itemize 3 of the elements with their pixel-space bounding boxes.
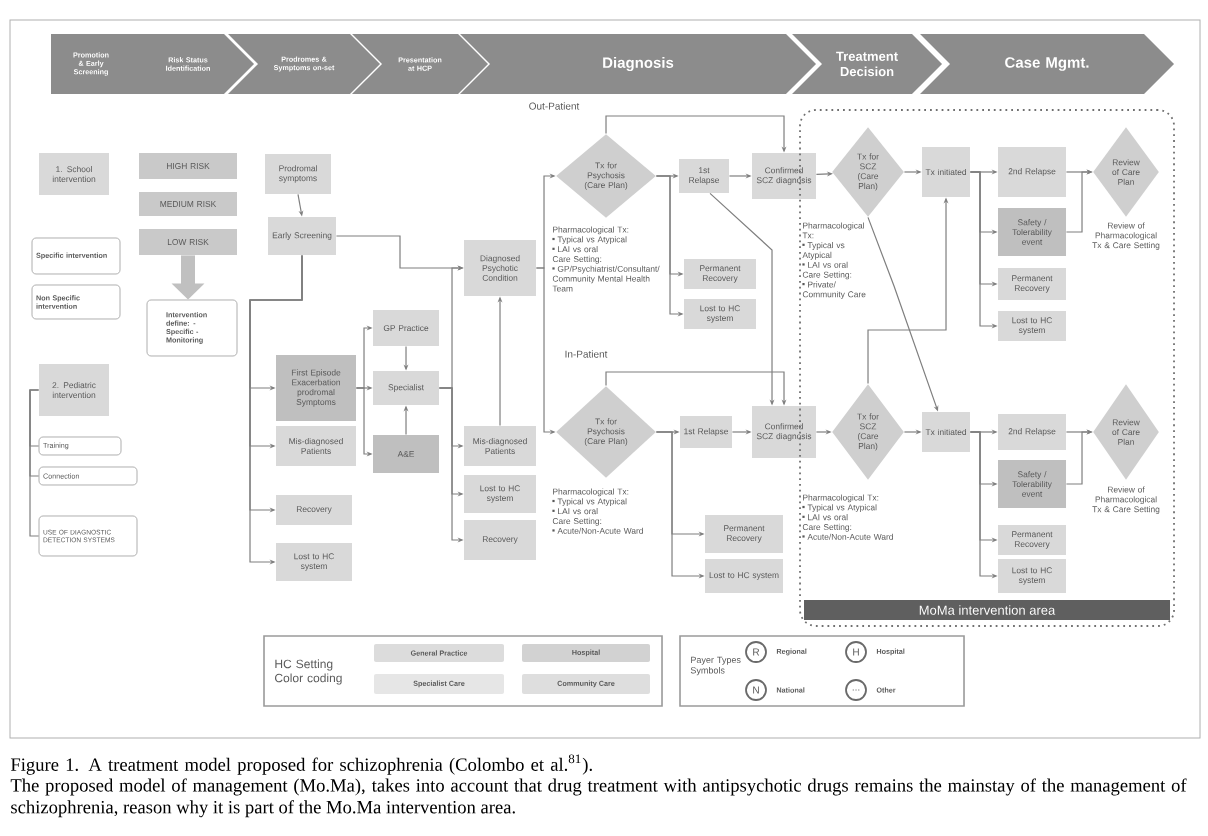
caption-text: The proposed model of management (Mo.Ma), takes into account that drug treatment with antipsychotic drugs remains the mainstay of the management of schizophrenia, reason why it is part of the Mo.Ma intervention area.: [10, 778, 1187, 818]
connector-line: [29, 389, 40, 537]
caption-text: Figure 1. A treatment model proposed for schizophrenia (Colombo et al.$^{81}$).: [10, 754, 592, 775]
